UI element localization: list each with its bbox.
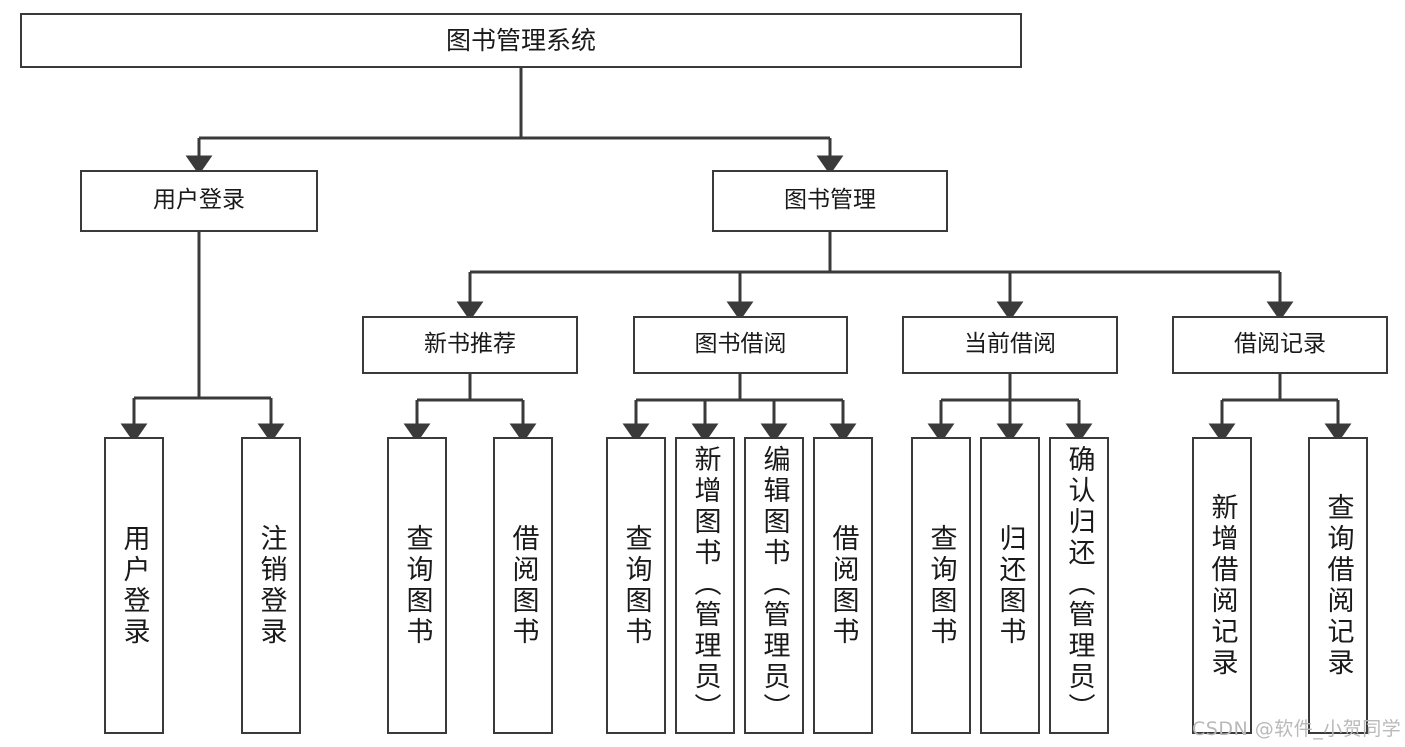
node-label: 归还图书 [994, 523, 1026, 648]
node-label: 用户登录 [118, 523, 150, 648]
leaf-query-books-recommendation[interactable]: 查询图书 [387, 437, 447, 734]
node-book-management[interactable]: 图书管理 [712, 170, 948, 232]
node-current-borrowing[interactable]: 当前借阅 [902, 316, 1118, 374]
csdn-watermark: CSDN @软件_小贺同学 [1192, 718, 1402, 740]
node-label: 图书管理系统 [445, 25, 596, 55]
leaf-borrow-books-recommendation[interactable]: 借阅图书 [493, 437, 553, 734]
leaf-query-borrowing-record[interactable]: 查询借阅记录 [1308, 437, 1368, 734]
node-label: 新书推荐 [424, 331, 516, 358]
node-book-borrowing[interactable]: 图书借阅 [633, 316, 848, 374]
node-label: 借阅图书 [827, 523, 859, 648]
leaf-query-books-borrowing[interactable]: 查询图书 [606, 437, 666, 734]
leaf-user-login[interactable]: 用户登录 [104, 437, 164, 734]
node-label: 查询图书 [401, 523, 433, 648]
node-label: 确认归还（管理员） [1063, 445, 1095, 724]
node-book-management-system[interactable]: 图书管理系统 [20, 13, 1022, 68]
node-label: 图书借阅 [694, 331, 787, 358]
leaf-confirm-return-admin[interactable]: 确认归还（管理员） [1049, 437, 1109, 734]
node-label: 查询图书 [925, 523, 957, 648]
node-label: 注销登录 [255, 523, 287, 648]
node-label: 用户登录 [153, 187, 245, 214]
node-borrowing-records[interactable]: 借阅记录 [1172, 316, 1388, 374]
node-label: 当前借阅 [964, 331, 1056, 358]
node-label: 新增借阅记录 [1206, 492, 1238, 679]
node-new-book-recommendation[interactable]: 新书推荐 [362, 316, 578, 374]
leaf-add-borrowing-record[interactable]: 新增借阅记录 [1192, 437, 1252, 734]
node-user-login[interactable]: 用户登录 [80, 170, 318, 232]
node-label: 图书管理 [784, 187, 876, 214]
node-label: 借阅图书 [507, 523, 539, 648]
leaf-borrow-books[interactable]: 借阅图书 [813, 437, 873, 734]
leaf-query-books-current[interactable]: 查询图书 [911, 437, 971, 734]
node-label: 新增图书（管理员） [689, 445, 721, 724]
node-label: 编辑图书（管理员） [758, 445, 790, 724]
leaf-logout[interactable]: 注销登录 [241, 437, 301, 734]
node-label: 借阅记录 [1234, 331, 1326, 358]
leaf-return-books[interactable]: 归还图书 [980, 437, 1040, 734]
leaf-add-book-admin[interactable]: 新增图书（管理员） [675, 437, 735, 734]
node-label: 查询图书 [620, 523, 652, 648]
leaf-edit-book-admin[interactable]: 编辑图书（管理员） [744, 437, 804, 734]
node-label: 查询借阅记录 [1322, 492, 1354, 679]
